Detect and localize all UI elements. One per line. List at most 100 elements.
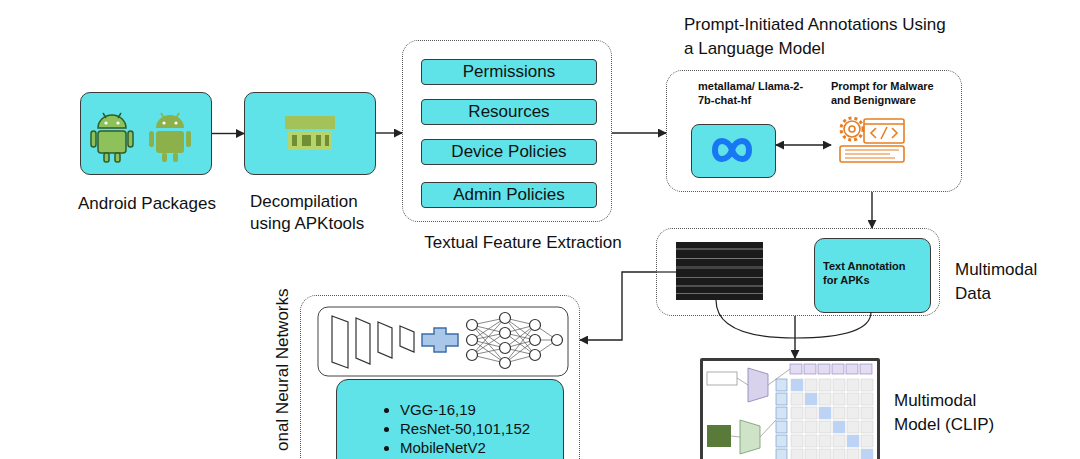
- neuron: [467, 320, 478, 331]
- neuron: [500, 313, 511, 324]
- android-antenna: [176, 113, 179, 118]
- clip-illustration: [707, 364, 874, 459]
- group-box: Textual Feature ExtractionPermissionsRes…: [402, 40, 612, 222]
- android-eye: [116, 121, 119, 124]
- conv-layer: [378, 322, 392, 358]
- node-label: onal Neural Networks: [273, 251, 293, 451]
- icon-box: [318, 307, 568, 376]
- node-label: Permissions: [422, 60, 596, 84]
- flow-arrow: [612, 132, 666, 133]
- model-list-box: VGG-16,19ResNet-50,101,152MobileNetV2: [336, 379, 564, 459]
- plus-sign: [422, 328, 458, 352]
- node-label: Multimodal Model (CLIP): [894, 389, 1004, 437]
- node-label: Android Packages: [56, 193, 238, 215]
- android-head: [156, 115, 184, 128]
- node-label: metallama/ Llama-2-7b-chat-hf: [698, 79, 813, 107]
- node-label: Prompt for Malware and Benignware: [831, 79, 941, 107]
- conv-layer: [400, 326, 414, 352]
- group-box: Prompt-Initiated Annotations Using a Lan…: [666, 70, 962, 192]
- similarity-diagonal: [819, 407, 831, 419]
- node-label: Admin Policies: [422, 183, 596, 207]
- group-box: Multimodal DataText Annotation for APKs: [656, 228, 940, 316]
- flow-line: [760, 420, 776, 437]
- prompt-icon-box: Prompt for Malware and Benignware: [831, 79, 926, 169]
- image-noise: [676, 285, 763, 287]
- code-window: [864, 119, 904, 143]
- android-body: [98, 131, 126, 153]
- feature-box: Admin Policies: [421, 182, 597, 208]
- feature-box: Permissions: [421, 59, 597, 85]
- flow-arrow: [580, 272, 656, 340]
- model-box: Multimodal Model (CLIP): [700, 358, 880, 459]
- flow-line: [737, 378, 748, 385]
- android-eye: [174, 121, 177, 124]
- image-noise: [676, 277, 763, 278]
- logo-stroke: [316, 135, 321, 146]
- android-eye: [162, 121, 165, 124]
- text-embedding: [832, 364, 844, 374]
- model-name: ResNet-50,101,152: [400, 419, 563, 438]
- gear-ring: [844, 121, 860, 137]
- image-noise: [676, 266, 763, 269]
- android-eye: [104, 121, 107, 124]
- logo-block: [288, 131, 332, 150]
- android-arm: [149, 131, 154, 147]
- similarity-diagonal: [833, 421, 845, 433]
- android-head: [98, 115, 126, 128]
- text-embedding: [846, 364, 858, 374]
- neuron: [467, 350, 478, 361]
- node-label: Multimodal Data: [955, 258, 1055, 306]
- android-icon: [91, 113, 133, 162]
- neuron: [552, 335, 563, 346]
- android-antenna: [161, 113, 164, 118]
- flow-arrow: [794, 316, 795, 358]
- android-arm: [91, 131, 96, 147]
- android-leg: [104, 153, 109, 162]
- window-bar: [864, 123, 904, 125]
- logo-stroke: [302, 135, 311, 146]
- model-name: MobileNetV2: [400, 438, 563, 457]
- group-box: onal Neural NetworksVGG-16,19ResNet-50,1…: [300, 295, 580, 459]
- text-input: [707, 372, 737, 385]
- neuron: [467, 335, 478, 346]
- android-leg: [162, 153, 167, 162]
- text-embedding: [790, 364, 802, 374]
- image-noise: [676, 293, 763, 294]
- node-label: Prompt-Initiated Annotations Using a Lan…: [684, 13, 954, 61]
- neuron: [530, 320, 541, 331]
- image-noise: [676, 258, 763, 259]
- node-label: Device Policies: [422, 140, 596, 164]
- similarity-diagonal: [791, 379, 803, 391]
- image-embedding: [776, 407, 787, 419]
- neuron: [500, 358, 511, 369]
- text-embedding: [818, 364, 830, 374]
- image-embedding: [776, 421, 787, 433]
- logo-stroke: [325, 135, 329, 146]
- merge-brace: [716, 300, 871, 338]
- image-encoder: [740, 420, 760, 454]
- neuron: [500, 343, 511, 354]
- annotation-box: Text Annotation for APKs: [814, 238, 931, 313]
- image-input: [707, 425, 731, 447]
- text-embedding: [804, 364, 816, 374]
- image-embedding: [776, 393, 787, 405]
- android-antenna: [118, 113, 121, 118]
- android-arm: [186, 131, 191, 147]
- logo-stroke: [292, 135, 297, 146]
- node-label: Decompilation using APKtools: [250, 191, 390, 235]
- model-box: metallama/ Llama-2-7b-chat-hf: [691, 124, 776, 178]
- flow-arrow: [776, 144, 831, 145]
- code-symbol: [871, 127, 897, 139]
- process-box: Decompilation using APKtools: [244, 92, 376, 175]
- flow-arrow: [871, 192, 872, 228]
- android-icon: [149, 113, 191, 162]
- feature-box: Device Policies: [421, 139, 597, 165]
- llama-logo: [715, 141, 749, 159]
- model-name: VGG-16,19: [400, 400, 563, 419]
- similarity-diagonal: [861, 449, 873, 459]
- node-label: Resources: [422, 100, 596, 124]
- text-embedding: [860, 364, 872, 374]
- image-embedding: [776, 379, 787, 391]
